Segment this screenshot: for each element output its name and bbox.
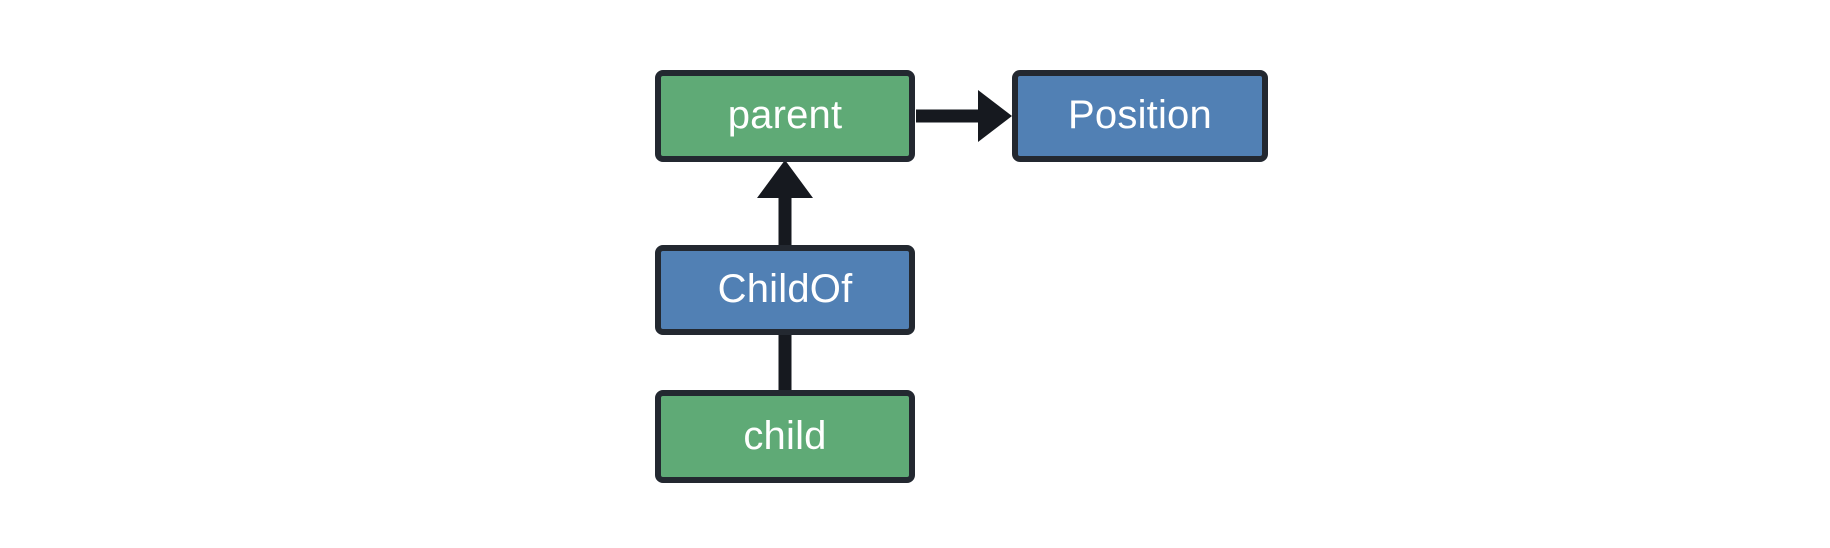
node-child-label: child bbox=[743, 413, 827, 458]
arrowhead-childof-to-parent bbox=[757, 160, 813, 198]
arrowhead-parent-to-position bbox=[978, 90, 1012, 142]
node-parent-label: parent bbox=[727, 93, 843, 137]
node-childof-label: ChildOf bbox=[717, 267, 853, 311]
node-position-label: Position bbox=[1068, 93, 1212, 137]
edge-childof-to-parent bbox=[757, 160, 813, 245]
edge-parent-to-position bbox=[916, 90, 1012, 142]
node-child[interactable]: child bbox=[655, 390, 915, 483]
node-position[interactable]: Position bbox=[1012, 70, 1268, 162]
node-childof[interactable]: ChildOf bbox=[655, 245, 915, 335]
node-parent[interactable]: parent bbox=[655, 70, 915, 162]
